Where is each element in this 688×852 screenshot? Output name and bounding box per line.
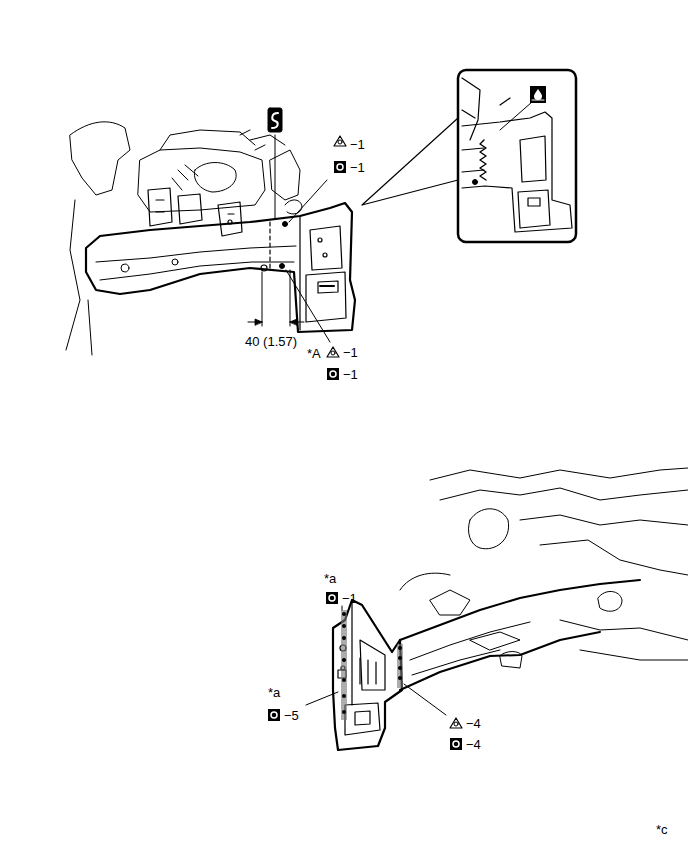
dimension-label: 40 (1.57) xyxy=(244,335,298,348)
callout-number: −1 xyxy=(342,592,357,605)
callout-number: −1 xyxy=(343,368,358,381)
figure-code: *c xyxy=(656,823,668,836)
callout-number: −1 xyxy=(343,346,358,359)
note-label: *a xyxy=(324,572,336,585)
callout-number: −4 xyxy=(466,738,481,751)
callout-number: −1 xyxy=(350,138,365,151)
note-label: *a xyxy=(268,686,280,699)
callout-number: −1 xyxy=(350,161,365,174)
callout-number: −5 xyxy=(284,709,299,722)
callout-number: −4 xyxy=(466,717,481,730)
view-label: *A xyxy=(307,347,321,360)
